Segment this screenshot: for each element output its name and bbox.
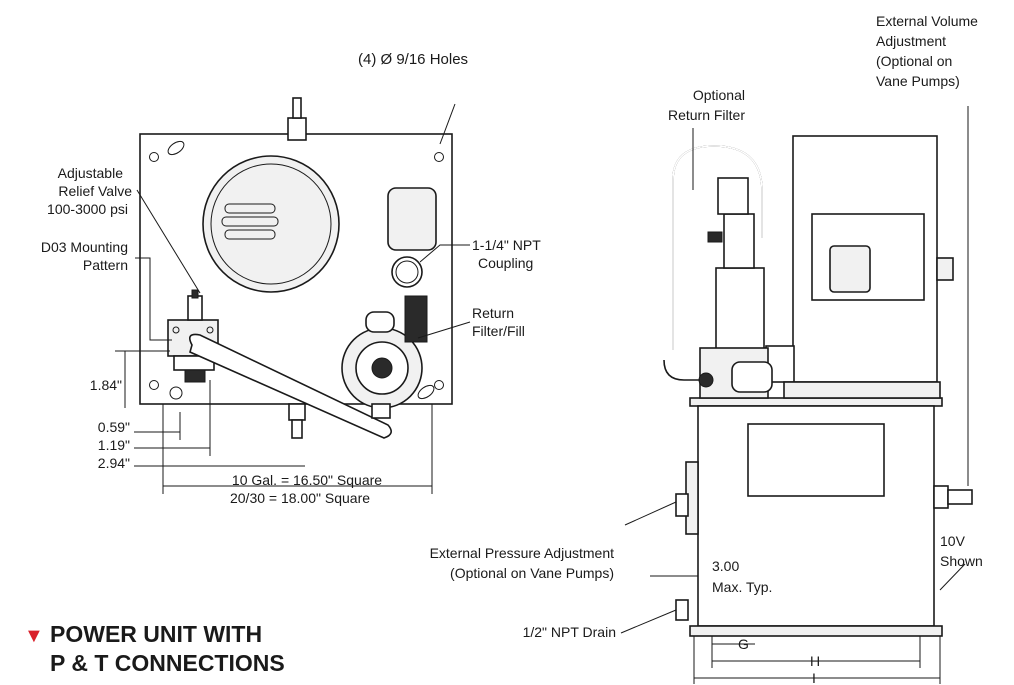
- leader-d03: [135, 257, 172, 341]
- motor-outer: [202, 155, 340, 293]
- tank-base: [689, 625, 943, 637]
- motor-slot: [221, 216, 279, 227]
- opt-return-label-1: Optional: [693, 87, 745, 103]
- relief-valve-label-2: Relief Valve: [58, 183, 132, 199]
- coupling-label-1: 1-1/4" NPT: [472, 237, 541, 253]
- ext-pressure-label-2: (Optional on Vane Pumps): [450, 565, 614, 581]
- relief-valve-label-1: Adjustable: [58, 165, 124, 181]
- filter-valve: [707, 231, 723, 243]
- square-label-2: 20/30 = 18.00" Square: [230, 490, 370, 506]
- ext-volume-label-3: (Optional on: [876, 53, 952, 69]
- relief-valve-knob: [191, 289, 199, 299]
- motor-plate: [829, 245, 871, 293]
- leader-ext-pressure: [624, 501, 677, 526]
- ext-volume-adjuster: [947, 489, 973, 505]
- sight-window: [747, 423, 885, 497]
- relief-valve-label-3: 100-3000 psi: [47, 201, 128, 217]
- drain-label: 1/2" NPT Drain: [523, 624, 616, 640]
- side-view: [620, 106, 973, 684]
- caption-marker: ▼: [24, 625, 44, 647]
- max-label-1: 3.00: [712, 558, 739, 574]
- holes-label: (4) Ø 9/16 Holes: [358, 51, 468, 68]
- motor-shaft-tip: [292, 97, 302, 119]
- return-pipe: [189, 333, 392, 439]
- motor-slot: [224, 229, 276, 240]
- mounting-hole-tl: [149, 152, 159, 162]
- bolt: [206, 326, 214, 334]
- leader-relief-valve: [136, 189, 201, 294]
- ext-volume-label-2: Adjustment: [876, 33, 946, 49]
- d03-label-2: Pattern: [83, 257, 128, 273]
- max-label-2: Max. Typ.: [712, 579, 772, 595]
- dim-i-label: I: [812, 670, 816, 685]
- filter-grille: [404, 295, 428, 343]
- valve-adjuster: [184, 369, 206, 383]
- leader-return-filter: [417, 321, 471, 339]
- junction-box: [387, 187, 437, 251]
- ext-volume-label-1: External Volume: [876, 13, 978, 29]
- return-filter-center: [371, 357, 393, 379]
- leader-drain: [620, 609, 677, 634]
- dim-119: 1.19": [98, 437, 130, 453]
- pump-body: [731, 361, 773, 393]
- return-filter-label-1: Return: [472, 305, 514, 321]
- leader-10v: [939, 563, 966, 591]
- coupling-label-2: Coupling: [478, 255, 533, 271]
- motor-base: [783, 381, 941, 399]
- motor-shaft: [287, 117, 307, 141]
- tenv-label-1: 10V: [940, 533, 966, 549]
- dim-294: 2.94": [98, 455, 130, 471]
- bottom-fitting: [288, 403, 306, 421]
- mounting-hole-tr: [434, 152, 444, 162]
- elbow-fitting: [663, 359, 700, 381]
- filter-head: [723, 213, 755, 269]
- pump-port: [698, 372, 714, 388]
- coupling-port-inner: [395, 260, 419, 284]
- bottom-fitting-tip: [291, 419, 303, 439]
- leader-holes: [439, 103, 456, 145]
- filter-canister: [715, 267, 765, 351]
- ext-volume-label-4: Vane Pumps): [876, 73, 960, 89]
- filter-upper: [717, 177, 749, 215]
- top-view: [115, 97, 471, 494]
- caption-line-2: P & T CONNECTIONS: [50, 650, 285, 676]
- opt-return-label-2: Return Filter: [668, 107, 745, 123]
- caption-line-1: POWER UNIT WITH: [50, 621, 262, 647]
- mounting-hole-br: [434, 380, 444, 390]
- square-label-1: 10 Gal. = 16.50" Square: [232, 472, 382, 488]
- motor-fan-stub: [936, 257, 954, 281]
- leader-coupling: [419, 244, 470, 263]
- drain-fitting: [675, 599, 689, 621]
- dim-h-label: H: [810, 653, 820, 669]
- motor-inner: [210, 163, 332, 285]
- return-filter-label-2: Filter/Fill: [472, 323, 525, 339]
- ext-pressure-adjuster: [675, 493, 689, 517]
- relief-valve-body: [187, 295, 203, 321]
- ext-volume-fitting: [933, 485, 949, 509]
- bolt: [172, 326, 180, 334]
- loop-pipe-inner: [672, 145, 763, 350]
- plug: [417, 384, 435, 400]
- mounting-hole-bl: [149, 380, 159, 390]
- dim-g-label: G: [738, 636, 749, 652]
- motor-slot: [224, 203, 276, 214]
- dim-059: 0.59": [98, 419, 130, 435]
- port-bottom: [169, 386, 183, 400]
- tenv-label-2: Shown: [940, 553, 983, 569]
- filter-bottom-nut: [371, 403, 391, 419]
- dim-184: 1.84": [90, 377, 122, 393]
- breather-cap: [167, 140, 185, 156]
- ext-pressure-label-1: External Pressure Adjustment: [430, 545, 615, 561]
- d03-label-1: D03 Mounting: [41, 239, 128, 255]
- filter-top-knob: [365, 311, 395, 333]
- tank-lid: [689, 397, 943, 407]
